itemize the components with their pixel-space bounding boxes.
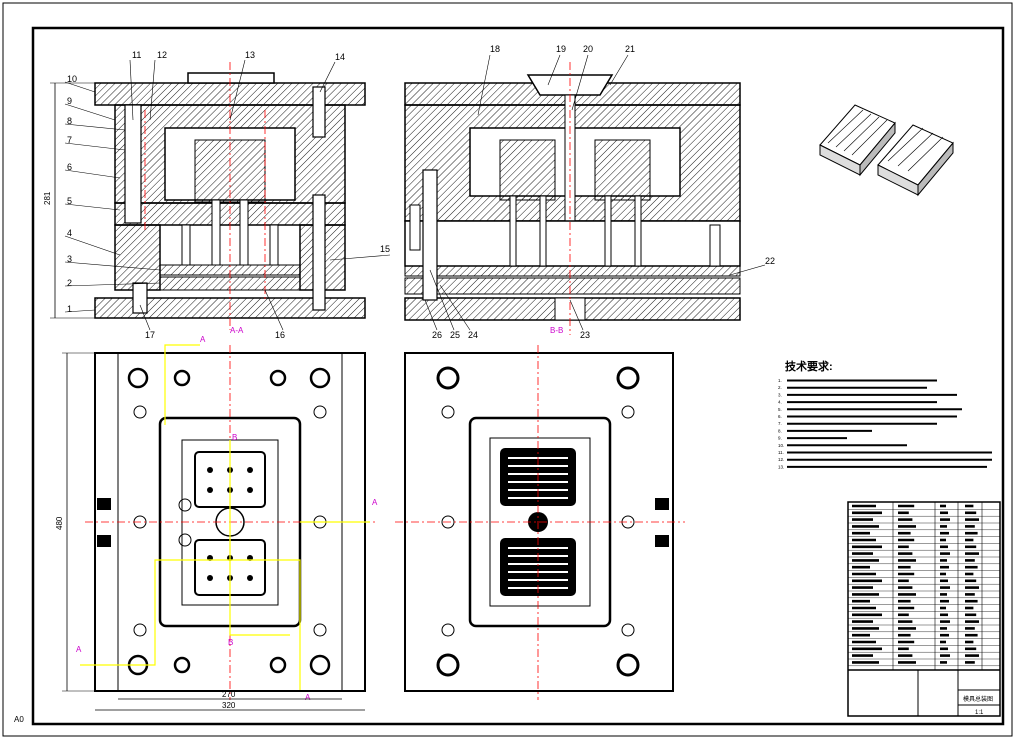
tech-req-item-number: 12. (778, 457, 784, 462)
side-ejector-retainer (404, 265, 741, 277)
tech-req-item-number: 11. (778, 450, 784, 455)
part-label-4: 4 (67, 228, 72, 238)
part-label-22: 22 (765, 256, 775, 266)
tech-req-item-number: 5. (778, 407, 782, 412)
screw (312, 86, 326, 138)
part-label-12: 12 (157, 50, 167, 60)
tech-req-item-number: 7. (778, 421, 782, 426)
part-label-6: 6 (67, 162, 72, 172)
plan-view-fixed-half: A A A A B B 480 270 320 (55, 335, 378, 711)
part-label-2: 2 (67, 278, 72, 288)
dim-plan-outer-width: 320 (222, 701, 236, 710)
tech-req-item-number: 6. (778, 414, 782, 419)
spacer-block-left (114, 224, 161, 291)
part-label-23: 23 (580, 330, 590, 340)
side-support-pillar (409, 204, 421, 251)
guide-pin (124, 104, 142, 224)
tech-req-item-number: 4. (778, 400, 782, 405)
side-ejector-plate (404, 277, 741, 295)
part-label-9: 9 (67, 96, 72, 106)
part-label-19: 19 (556, 44, 566, 54)
part-label-10: 10 (67, 74, 77, 84)
part-label-14: 14 (335, 52, 345, 62)
part-label-11: 11 (132, 50, 141, 60)
tech-req-heading: 技术要求: (785, 359, 833, 373)
cut-mark-2: A (372, 498, 378, 507)
dim-plan-inner-width: 270 (222, 690, 236, 699)
cut-mark-1: A (200, 335, 206, 344)
tech-req-item-number: 9. (778, 436, 782, 441)
dim-plan-height: 480 (55, 516, 64, 530)
tech-req-item-number: 10. (778, 443, 784, 448)
title-block-scale: 1:1 (975, 710, 984, 716)
part-label-1: 1 (67, 304, 72, 314)
part-label-16: 16 (275, 330, 285, 340)
title-block: 模具总装图 1:1 (847, 501, 1001, 717)
part-label-26: 26 (432, 330, 442, 340)
tech-req-item-number: 3. (778, 392, 782, 397)
sheet-size-label: A0 (14, 715, 24, 724)
section-mark-side: B-B (550, 326, 563, 335)
tech-req-item-number: 8. (778, 428, 782, 433)
part-label-13: 13 (245, 50, 255, 60)
part-label-5: 5 (67, 196, 72, 206)
product-iso-view (819, 104, 954, 197)
part-label-3: 3 (67, 254, 72, 264)
part-label-25: 25 (450, 330, 460, 340)
cut-mark-3: A (76, 645, 82, 654)
side-ejector-housing (404, 220, 741, 267)
cut-mark-6: B (228, 638, 233, 647)
bottom-screw (132, 282, 148, 314)
title-block-drawing-title: 模具总装图 (963, 695, 993, 703)
part-label-18: 18 (490, 44, 500, 54)
sheet-frame (31, 26, 1005, 726)
side-guide-pin (422, 169, 438, 301)
section-mark-front: A-A (230, 326, 244, 335)
part-label-21: 21 (625, 44, 635, 54)
plan-view-moving-half (395, 345, 685, 700)
side-core-left (499, 139, 556, 201)
part-label-20: 20 (583, 44, 593, 54)
tech-req-item-number: 13. (778, 464, 784, 469)
front-section-view: 281 A-A 1 2 3 4 5 6 (43, 50, 391, 340)
dim-front-height: 281 (43, 191, 52, 205)
technical-requirements: 技术要求: 1. 2. 3. 4. 5. 6. 7. 8. 9. 10. 11. 12. 13. (778, 359, 992, 469)
side-section-view: B-B 18 19 20 21 22 23 24 25 26 (404, 44, 775, 340)
return-pin (312, 194, 326, 311)
part-label-15: 15 (380, 244, 390, 254)
part-label-17: 17 (145, 330, 155, 340)
part-label-24: 24 (468, 330, 478, 340)
cut-mark-4: A (305, 693, 311, 702)
side-core-right (594, 139, 651, 201)
part-label-7: 7 (67, 135, 72, 145)
locating-ring (187, 72, 275, 84)
part-label-8: 8 (67, 116, 72, 126)
plan-right-part-top (500, 448, 576, 506)
tech-req-item-number: 2. (778, 385, 782, 390)
tech-req-item-number: 1. (778, 378, 782, 383)
cut-mark-5: B (232, 433, 237, 442)
